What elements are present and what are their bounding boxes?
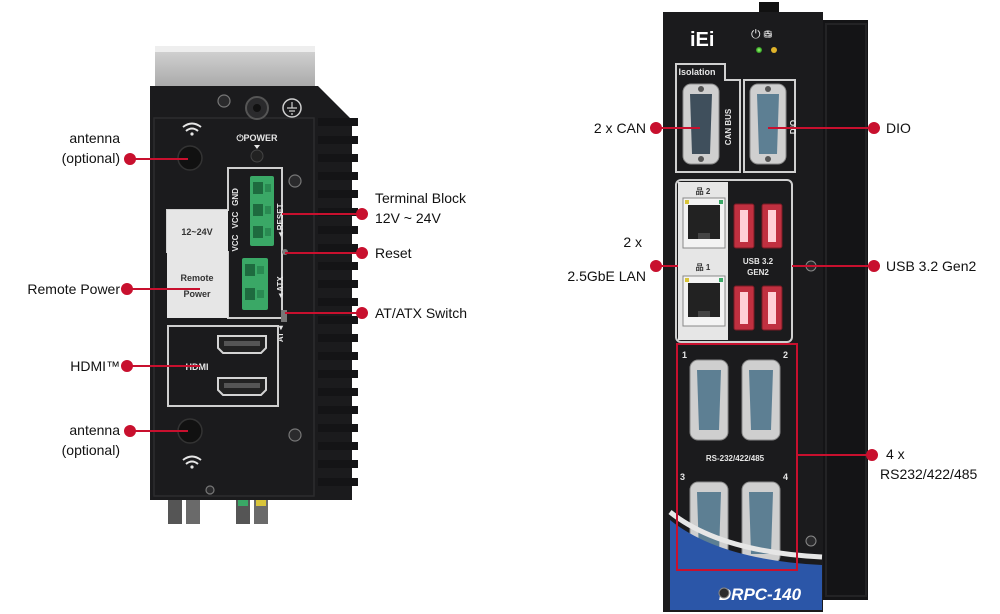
callout-serial-line1: 4 x [886,446,905,462]
right-device: iEi ⏻ ⛁ Isolation CAN BUS DIO 品 2 [663,2,868,612]
dio-frame [743,79,796,173]
pin-label-vcc2: VCC [231,234,240,251]
power-label: ⏻POWER [236,133,278,143]
serial-number-4: 4 [783,472,788,482]
usb-panel-label-line1: USB 3.2 [743,257,774,266]
left-device: ⏻POWER 12~24V Remote Power GND VCC [150,46,358,524]
serial-number-2: 2 [783,350,788,360]
isolation-label: Isolation [678,67,715,77]
callout-dio: DIO [886,120,911,136]
status-icons: ⏻ ⛁ [751,27,773,41]
callout-antenna-top: antenna (optional) [30,128,120,168]
wifi-icon [182,122,202,136]
screw [718,587,730,599]
lan-port-1-label: 品 1 [696,263,711,272]
callout-terminal-block-line1: Terminal Block [375,190,467,206]
remote-power-terminal[interactable] [242,258,268,310]
brand-logo: iEi [690,29,714,51]
callout-lan: 2 x 2.5GbE LAN [520,232,646,286]
can-bus-connector[interactable] [682,83,720,165]
callout-lan-line2: 2.5GbE LAN [567,268,646,284]
callout-hdmi: HDMI™ [70,358,120,374]
usb-ports[interactable] [733,203,783,331]
callout-remote-power: Remote Power [27,281,120,297]
serial-port-4[interactable] [741,481,781,565]
callout-antenna-bottom-line2: (optional) [61,442,120,458]
at-atx-switch[interactable] [281,310,287,322]
callout-terminal-block: Terminal Block 12V ~ 24V [375,188,515,228]
screws [205,94,302,495]
usb-panel-label-line2: GEN2 [747,268,769,277]
heatsink-fins [318,118,358,486]
power-led [756,47,762,53]
isolation-frame [675,63,741,173]
ground-icon [282,98,302,118]
remote-power-label-line2: Power [183,289,211,299]
callout-can: 2 x CAN [593,120,646,136]
right-side-heatsink [823,20,868,600]
at-panel-label: AT ◂ [276,325,285,342]
callout-usb: USB 3.2 Gen2 [886,258,977,274]
hdmi-port-top[interactable] [217,335,267,354]
pin-label-vcc1: VCC [231,211,240,228]
serial-number-1: 1 [682,350,687,360]
voltage-label: 12~24V [181,227,212,237]
storage-led [771,47,777,53]
lan-port-2[interactable] [682,197,726,249]
callout-reset: Reset [375,245,412,261]
lan-port-1[interactable] [682,275,726,327]
top-heatsink-plate [155,46,315,88]
callout-antenna-top-line2: (optional) [61,150,120,166]
callout-serial: 4 x RS232/422/485 [880,444,995,484]
pin-label-gnd: GND [231,188,240,206]
dio-connector[interactable] [749,83,787,165]
wifi-icon [182,455,202,469]
model-name: DRPC-140 [719,585,802,604]
leader-lines [121,122,880,571]
screw [805,535,817,547]
callout-lan-line1: 2 x [623,234,642,250]
serial-group-label: RS-232/422/485 [706,454,765,463]
callout-antenna-top-line1: antenna [69,130,120,146]
reset-panel-label: ◂ RESET [276,203,285,237]
brand-swoosh [670,520,822,610]
lan-port-2-label: 品 2 [696,187,711,196]
callout-antenna-bottom: antenna (optional) [30,420,120,460]
terminal-block[interactable] [250,176,274,246]
can-bus-label: CAN BUS [724,108,733,145]
callout-at-atx-switch: AT/ATX Switch [375,305,468,321]
callout-serial-line2: RS232/422/485 [880,466,978,482]
serial-port-1[interactable] [689,359,729,441]
hdmi-port-bottom[interactable] [217,377,267,396]
antenna-connectors [168,500,268,524]
atx-panel-label: ◂ ATX [276,276,285,299]
remote-power-label-line1: Remote [180,273,213,283]
serial-number-3: 3 [680,472,685,482]
lan-usb-panel [675,179,793,343]
serial-port-2[interactable] [741,359,781,441]
callout-antenna-bottom-line1: antenna [69,422,120,438]
power-led-arrow [254,145,260,149]
callout-terminal-block-line2: 12V ~ 24V [375,210,441,226]
